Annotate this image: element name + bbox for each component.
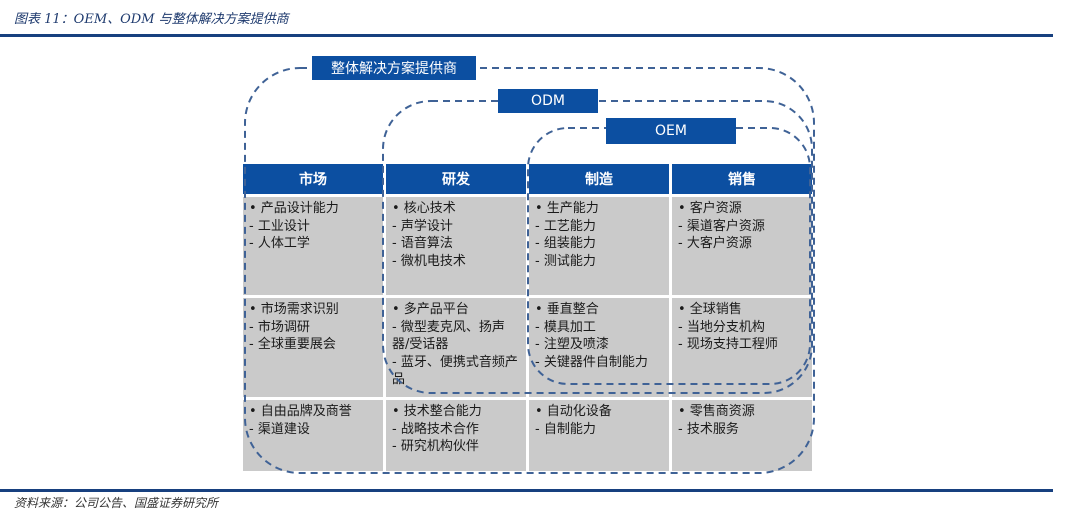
cell-line: • 客户资源 [678,201,742,216]
column-header-rnd: 研发 [386,164,526,194]
cell-line: - 蓝牙、便携式音频产品 [392,354,518,388]
cell-market-r3: • 自由品牌及商誉 - 渠道建设 [243,400,383,471]
source-note: 资料来源：公司公告、国盛证券研究所 [14,496,219,510]
cell-line: - 工艺能力 [535,218,596,234]
cell-line: • 生产能力 [535,201,599,216]
bottom-rule [0,489,1053,492]
cell-line: - 战略技术合作 [392,421,479,437]
cell-line: - 语音算法 [392,236,453,251]
cell-line: - 微机电技术 [392,253,466,269]
cell-market-r1: • 产品设计能力 - 工业设计 - 人体工学 [243,197,383,295]
cell-line: • 全球销售 [678,302,742,317]
column-header-market: 市场 [243,164,383,194]
cell-manufacturing-r1: • 生产能力 - 工艺能力 - 组装能力 - 测试能力 [529,197,669,295]
cell-manufacturing-r3: • 自动化设备 - 自制能力 [529,400,669,471]
cell-sales-r2: • 全球销售 - 当地分支机构 - 现场支持工程师 [672,298,812,397]
oem-label: OEM [606,118,736,144]
cell-line: - 研究机构伙伴 [392,439,479,454]
column-header-sales: 销售 [672,164,812,194]
top-rule [0,34,1053,37]
cell-manufacturing-r2: • 垂直整合 - 模具加工 - 注塑及喷漆 - 关键器件自制能力 [529,298,669,397]
cell-market-r2: • 市场需求识别 - 市场调研 - 全球重要展会 [243,298,383,397]
cell-line: - 声学设计 [392,218,453,234]
cell-line: - 模具加工 [535,319,596,335]
figure-title: 图表 11：OEM、ODM 与整体解决方案提供商 [14,12,289,27]
cell-line: - 大客户资源 [678,236,752,251]
cell-rnd-r1: • 核心技术 - 声学设计 - 语音算法 - 微机电技术 [386,197,526,295]
cell-rnd-r3: • 技术整合能力 - 战略技术合作 - 研究机构伙伴 [386,400,526,471]
cell-line: - 技术服务 [678,421,739,437]
cell-sales-r1: • 客户资源 - 渠道客户资源 - 大客户资源 [672,197,812,295]
cell-line: • 零售商资源 [678,404,755,419]
cell-line: - 微型麦克风、扬声器/受话器 [392,319,505,353]
cell-line: • 垂直整合 [535,302,599,317]
cell-line: • 自动化设备 [535,404,612,419]
cell-line: - 测试能力 [535,253,596,269]
cell-line: - 全球重要展会 [249,337,336,352]
cell-sales-r3: • 零售商资源 - 技术服务 [672,400,812,471]
cell-line: • 技术整合能力 [392,404,482,419]
cell-line: • 核心技术 [392,201,456,216]
cell-line: - 市场调研 [249,319,310,335]
cell-line: • 市场需求识别 [249,302,339,317]
cell-line: - 组装能力 [535,236,596,251]
cell-line: - 渠道客户资源 [678,218,765,234]
cell-line: - 工业设计 [249,218,310,234]
cell-line: - 当地分支机构 [678,319,765,335]
cell-rnd-r2: • 多产品平台 - 微型麦克风、扬声器/受话器 - 蓝牙、便携式音频产品 [386,298,526,397]
odm-label: ODM [498,89,598,113]
cell-line: - 渠道建设 [249,421,310,437]
total-solution-label: 整体解决方案提供商 [312,56,476,80]
cell-line: - 自制能力 [535,421,596,437]
cell-line: • 自由品牌及商誉 [249,404,352,419]
cell-line: - 关键器件自制能力 [535,354,648,370]
cell-line: • 多产品平台 [392,302,469,317]
cell-line: - 注塑及喷漆 [535,337,609,352]
cell-line: - 人体工学 [249,236,310,251]
column-header-manufacturing: 制造 [529,164,669,194]
capability-grid: 市场 研发 制造 销售 • 产品设计能力 - 工业设计 - 人体工学 • 核心技… [243,164,813,471]
cell-line: - 现场支持工程师 [678,337,778,352]
cell-line: • 产品设计能力 [249,201,339,216]
